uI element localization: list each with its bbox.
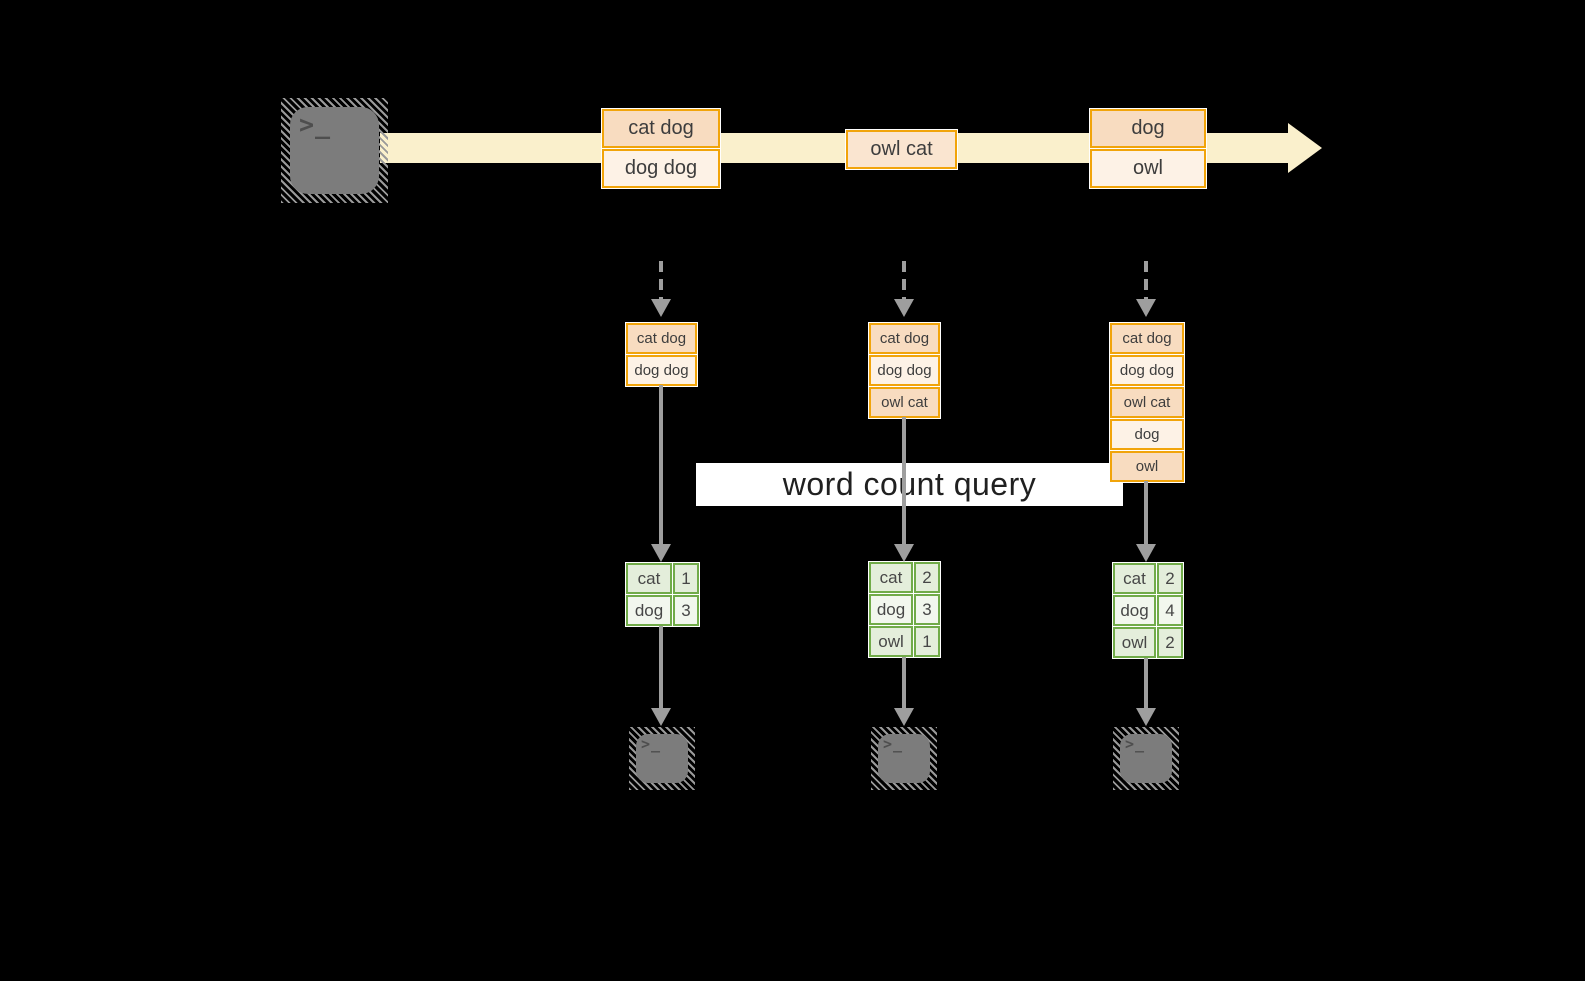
result-table-2: cat 2 dog 3 owl 1 xyxy=(868,561,941,658)
result-count: 1 xyxy=(914,626,940,657)
state-record: owl cat xyxy=(1110,387,1184,418)
result-table-1: cat 1 dog 3 xyxy=(625,562,700,627)
state-stack-3: cat dog dog dog owl cat dog owl xyxy=(1109,322,1185,483)
state-record: dog dog xyxy=(869,355,940,386)
state-record: dog dog xyxy=(626,355,697,386)
query-label-band: word count query xyxy=(696,463,1123,506)
result-count: 1 xyxy=(673,563,699,594)
terminal-prompt-glyph: >_ xyxy=(883,735,904,753)
query-label: word count query xyxy=(782,466,1037,502)
dashed-arrow-head-icon xyxy=(894,299,914,317)
result-count: 3 xyxy=(673,595,699,626)
dashed-arrow-head-icon xyxy=(651,299,671,317)
stream-record: cat dog xyxy=(602,109,720,148)
result-count: 2 xyxy=(1157,627,1183,658)
result-word: cat xyxy=(1113,563,1156,594)
stream-arrowhead-icon xyxy=(1288,123,1322,173)
arrow-line xyxy=(659,626,663,708)
terminal-source-icon: >_ xyxy=(281,98,388,203)
terminal-sink-icon: >_ xyxy=(629,727,695,790)
arrow-line xyxy=(902,657,906,708)
terminal-prompt-glyph: >_ xyxy=(1125,735,1146,753)
result-count: 2 xyxy=(1157,563,1183,594)
stream-record: dog xyxy=(1090,109,1206,148)
terminal-prompt-glyph: >_ xyxy=(299,110,332,139)
state-record: cat dog xyxy=(626,323,697,354)
dashed-arrow-line xyxy=(659,261,663,301)
result-count: 3 xyxy=(914,594,940,625)
state-record: cat dog xyxy=(1110,323,1184,354)
stream-item-3: dog owl xyxy=(1089,108,1207,189)
result-count: 2 xyxy=(914,562,940,593)
stream-record: owl cat xyxy=(846,130,957,169)
stream-record: owl xyxy=(1090,149,1206,188)
state-record: owl xyxy=(1110,451,1184,482)
arrow-head-icon xyxy=(651,708,671,726)
result-word: owl xyxy=(1113,627,1156,658)
arrow-line xyxy=(902,417,906,544)
result-word: owl xyxy=(869,626,913,657)
arrow-head-icon xyxy=(1136,708,1156,726)
arrow-head-icon xyxy=(894,708,914,726)
result-table-3: cat 2 dog 4 owl 2 xyxy=(1112,562,1184,659)
state-record: dog dog xyxy=(1110,355,1184,386)
state-record: cat dog xyxy=(869,323,940,354)
result-word: dog xyxy=(1113,595,1156,626)
stream-item-1: cat dog dog dog xyxy=(601,108,721,189)
dashed-arrow-head-icon xyxy=(1136,299,1156,317)
dashed-arrow-line xyxy=(1144,261,1148,301)
arrow-line xyxy=(659,385,663,544)
arrow-head-icon xyxy=(894,544,914,562)
terminal-prompt-glyph: >_ xyxy=(641,735,662,753)
state-record: owl cat xyxy=(869,387,940,418)
result-word: dog xyxy=(626,595,672,626)
arrow-line xyxy=(1144,658,1148,708)
arrow-head-icon xyxy=(1136,544,1156,562)
terminal-sink-icon: >_ xyxy=(871,727,937,790)
stream-record: dog dog xyxy=(602,149,720,188)
result-word: cat xyxy=(626,563,672,594)
stream-item-2: owl cat xyxy=(845,129,958,170)
arrow-head-icon xyxy=(651,544,671,562)
state-stack-1: cat dog dog dog xyxy=(625,322,698,387)
terminal-sink-icon: >_ xyxy=(1113,727,1179,790)
state-stack-2: cat dog dog dog owl cat xyxy=(868,322,941,419)
state-record: dog xyxy=(1110,419,1184,450)
result-count: 4 xyxy=(1157,595,1183,626)
arrow-line xyxy=(1144,481,1148,544)
result-word: dog xyxy=(869,594,913,625)
dashed-arrow-line xyxy=(902,261,906,301)
result-word: cat xyxy=(869,562,913,593)
